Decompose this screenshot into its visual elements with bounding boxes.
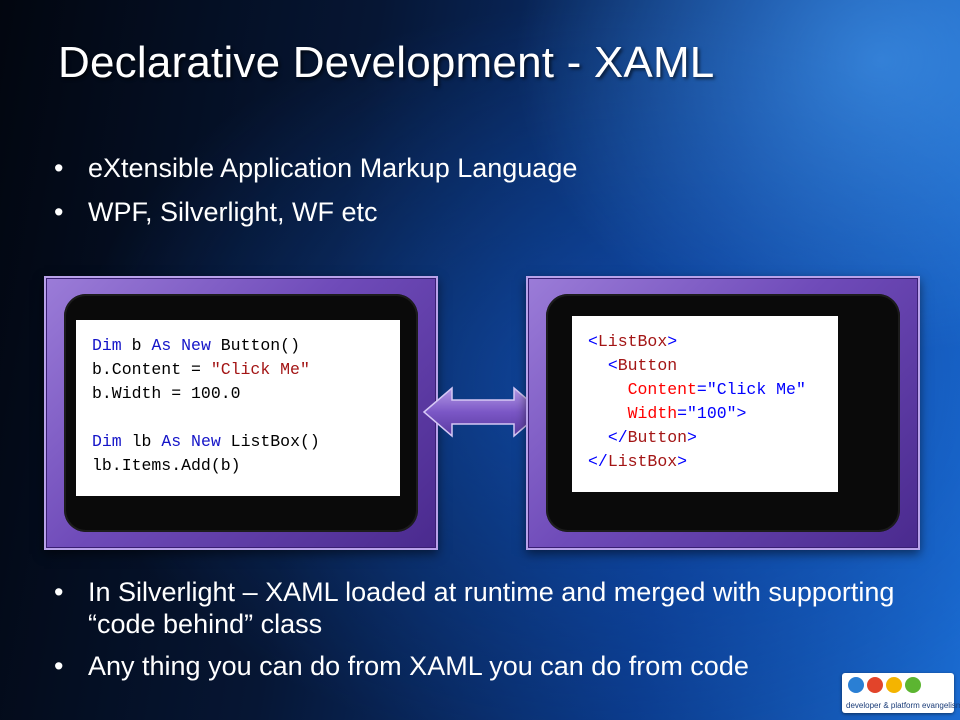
- slide-title: Declarative Development - XAML: [58, 38, 715, 87]
- dpe-logo: developer & platform evangelism: [842, 673, 960, 713]
- xaml-code-block: <ListBox> <Button Content="Click Me" Wid…: [572, 316, 838, 492]
- logo-icons: [848, 677, 921, 693]
- logo-dot-icon: [848, 677, 864, 693]
- bullet-item: WPF, Silverlight, WF etc: [50, 196, 910, 228]
- bullet-list-bottom: In Silverlight – XAML loaded at runtime …: [50, 576, 930, 692]
- code-panel-xaml: <ListBox> <Button Content="Click Me" Wid…: [526, 276, 920, 550]
- logo-dot-icon: [905, 677, 921, 693]
- bullet-item: Any thing you can do from XAML you can d…: [50, 650, 930, 682]
- bullet-list-top: eXtensible Application Markup Language W…: [50, 152, 910, 240]
- screen-frame: <ListBox> <Button Content="Click Me" Wid…: [546, 294, 900, 532]
- logo-caption: developer & platform evangelism: [846, 701, 960, 710]
- screen-frame: Dim b As New Button() b.Content = "Click…: [64, 294, 418, 532]
- code-panel-vb: Dim b As New Button() b.Content = "Click…: [44, 276, 438, 550]
- vb-code-block: Dim b As New Button() b.Content = "Click…: [76, 320, 400, 496]
- logo-dot-icon: [867, 677, 883, 693]
- bullet-item: eXtensible Application Markup Language: [50, 152, 910, 184]
- logo-dot-icon: [886, 677, 902, 693]
- bullet-item: In Silverlight – XAML loaded at runtime …: [50, 576, 930, 640]
